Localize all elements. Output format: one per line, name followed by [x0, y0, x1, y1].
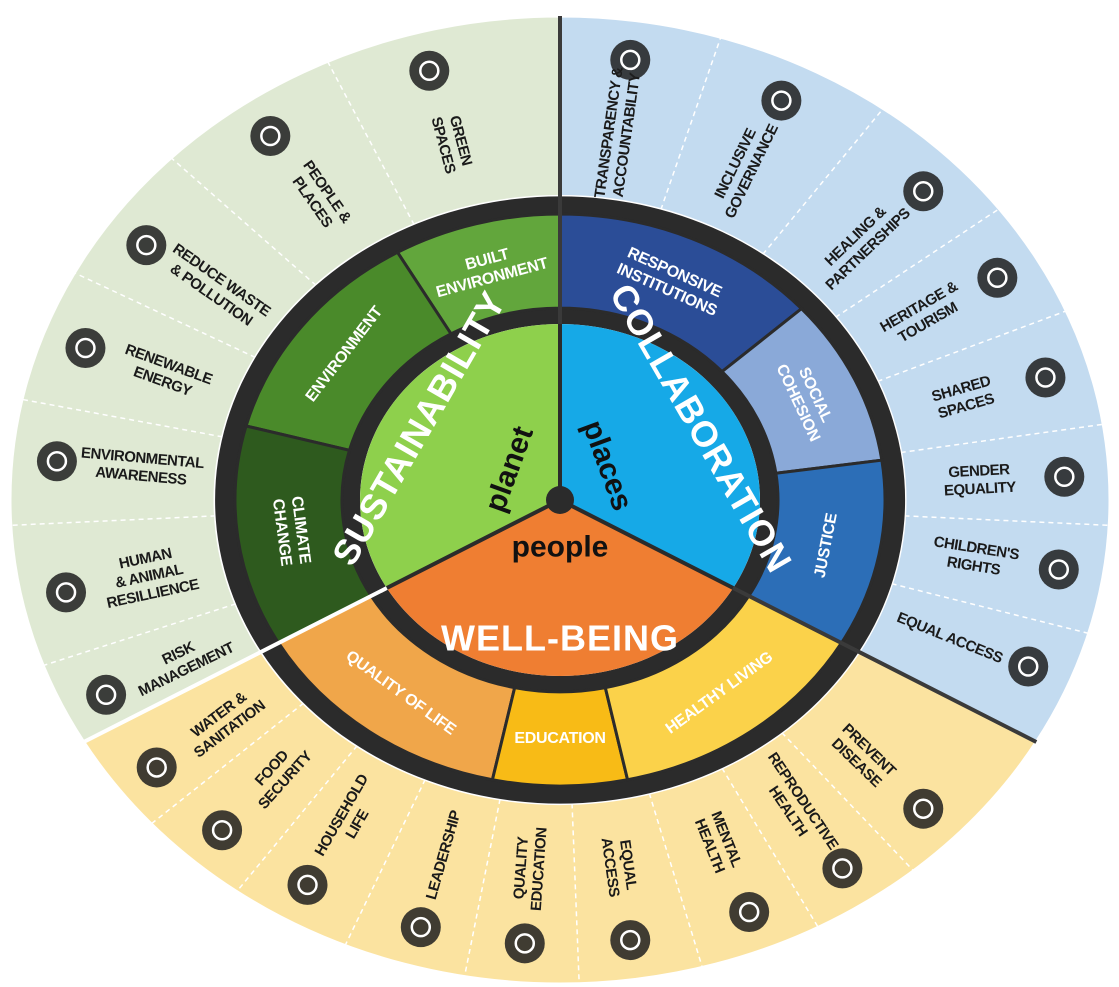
outer-label-quality-education-line: EDUCATION [528, 827, 551, 912]
leader-icon [400, 907, 441, 948]
outer-ring [8, 14, 1112, 986]
fire-warning-icon [86, 674, 127, 715]
outer-label-gender-equality-line: EQUALITY [944, 479, 1017, 500]
chat-people-icon [903, 171, 944, 212]
outer-divider [326, 60, 415, 226]
book-icon [610, 920, 651, 961]
wind-turbine-icon [65, 328, 106, 369]
magnifier-icon [610, 39, 651, 80]
middle-sector-environment [244, 250, 454, 453]
people-group-icon [761, 80, 802, 121]
bowl-icon [202, 810, 243, 851]
outer-divider [74, 272, 256, 359]
house-icon [287, 864, 328, 905]
dhow-icon [977, 257, 1018, 298]
outer-divider [236, 745, 358, 893]
donkey-icon [46, 572, 87, 613]
outer-label-gender-equality-line: GENDER [948, 461, 1011, 481]
inner-pillars [359, 324, 761, 676]
graduate-icon [504, 923, 545, 964]
water-drop-icon [136, 747, 177, 788]
pillar-label-wellbeing: WELL-BEING [441, 617, 679, 658]
gender-icon [1044, 456, 1085, 497]
outer-divider [900, 423, 1104, 454]
network-icon [250, 115, 291, 156]
recycle-icon [126, 225, 167, 266]
outer-divider [781, 732, 915, 872]
outer-divider [21, 398, 223, 438]
middle-label-education: EDUCATION [514, 730, 606, 747]
outer-divider [648, 793, 704, 968]
outer-divider [721, 767, 819, 928]
outer-divider [463, 798, 501, 977]
outer-region-sustainability [8, 14, 562, 744]
meeting-icon [1025, 357, 1066, 398]
pillar-boundary [82, 586, 388, 744]
heartbeat-icon [903, 788, 944, 829]
middle-sector-climate-change [233, 424, 374, 645]
middle-sector-healthy-living [603, 593, 844, 782]
pillar-label-wellbeing-line: WELL-BEING [441, 617, 679, 658]
outer-divider [571, 803, 580, 984]
outer-divider [835, 208, 1000, 318]
hub-dot [546, 486, 574, 514]
outer-divider [10, 515, 216, 527]
forest-icon [409, 50, 450, 91]
pillar-dividers [82, 16, 1038, 744]
outer-label-equal-access-education-line: EQUAL [616, 839, 640, 891]
pillar-split [385, 498, 561, 590]
middle-ring [233, 212, 887, 788]
outer-divider [660, 36, 722, 210]
outer-divider [42, 603, 237, 667]
pillar-sustainability [359, 324, 560, 588]
pillar-split [559, 498, 735, 590]
outer-divider [762, 107, 884, 255]
outer-divider [877, 310, 1067, 383]
scales-icon [1008, 646, 1049, 687]
hazard-sign-icon [36, 441, 77, 482]
outer-divider [904, 515, 1110, 527]
outer-divider [344, 779, 426, 946]
middle-label-education-line: EDUCATION [514, 730, 605, 747]
reproductive-icon [822, 848, 863, 889]
outer-label-quality-education-line: QUALITY [511, 836, 532, 900]
family-icon [1038, 549, 1079, 590]
core-word-wellbeing: people [512, 530, 609, 563]
outer-divider [891, 582, 1089, 635]
middle-sector-education [490, 685, 630, 788]
pillar-collaboration [560, 324, 761, 588]
pillar-boundary [732, 586, 1038, 744]
mind-gears-icon [729, 892, 770, 933]
